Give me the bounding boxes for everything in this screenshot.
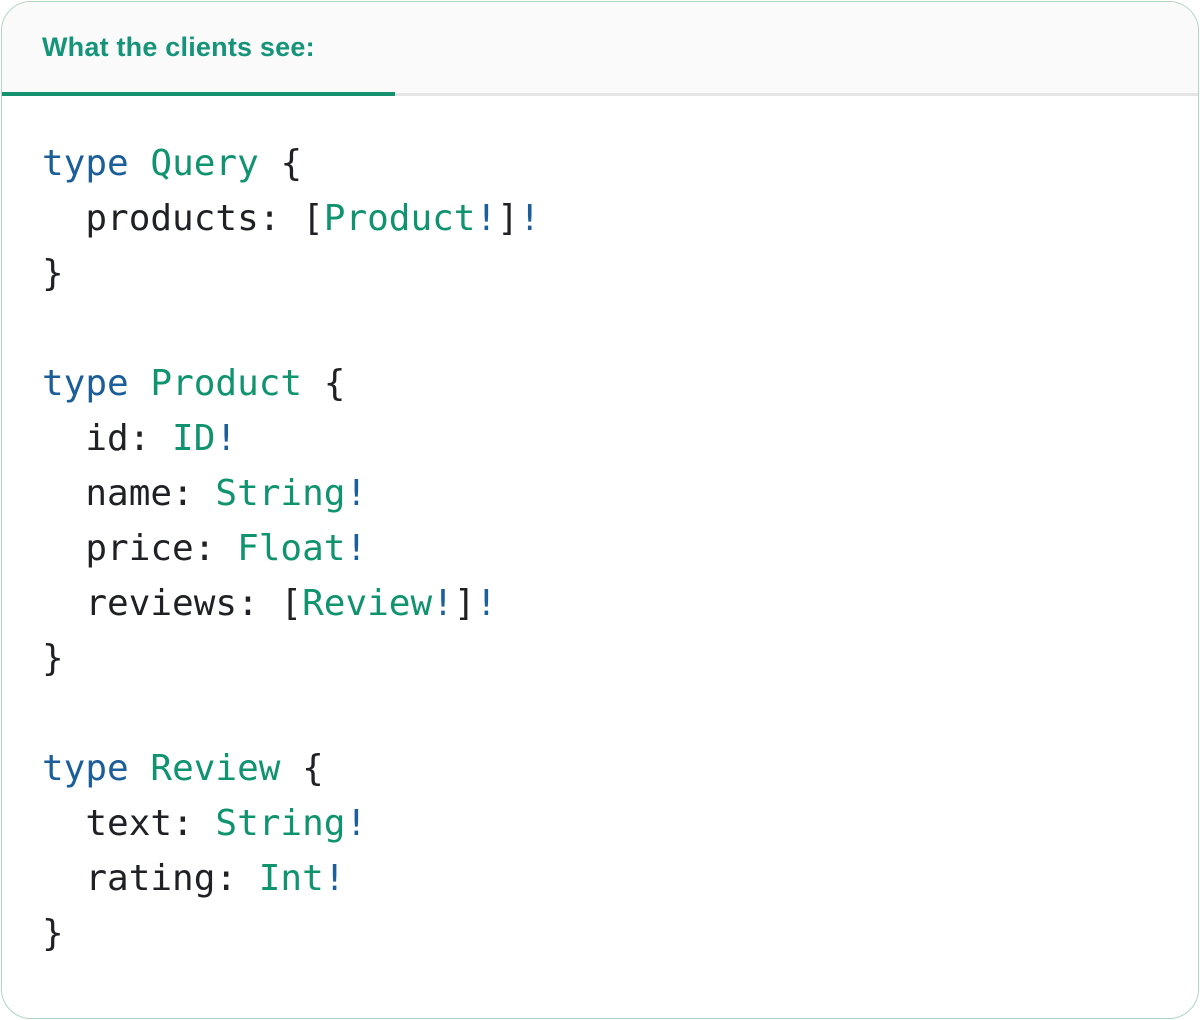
code-token-plain: } bbox=[42, 638, 64, 679]
code-token-bang: ! bbox=[475, 198, 498, 239]
code-line bbox=[42, 686, 1158, 741]
code-token-type: String bbox=[215, 803, 346, 844]
code-line: name: String! bbox=[42, 466, 1158, 521]
code-token-type: Query bbox=[150, 143, 259, 184]
code-token-plain: { bbox=[302, 363, 346, 404]
code-token-bang: ! bbox=[518, 198, 541, 239]
code-line bbox=[42, 301, 1158, 356]
tab-bar: What the clients see: bbox=[2, 2, 1198, 96]
code-token-bang: ! bbox=[345, 528, 368, 569]
code-token-kw: type bbox=[42, 748, 129, 789]
code-token-plain: } bbox=[42, 253, 64, 294]
code-token-type: ID bbox=[172, 418, 216, 459]
code-line: type Query { bbox=[42, 136, 1158, 191]
code-token-plain bbox=[129, 748, 151, 789]
code-token-type: Review bbox=[302, 583, 433, 624]
code-token-plain bbox=[129, 143, 151, 184]
code-line: reviews: [Review!]! bbox=[42, 576, 1158, 631]
code-line: rating: Int! bbox=[42, 851, 1158, 906]
code-token-plain: products: [ bbox=[42, 198, 324, 239]
code-token-plain: reviews: [ bbox=[42, 583, 303, 624]
code-token-bang: ! bbox=[215, 418, 238, 459]
code-token-type: Float bbox=[237, 528, 346, 569]
code-token-bang: ! bbox=[475, 583, 498, 624]
code-token-bang: ! bbox=[345, 473, 368, 514]
code-token-bang: ! bbox=[345, 803, 368, 844]
code-line: products: [Product!]! bbox=[42, 191, 1158, 246]
code-token-plain: name: bbox=[42, 473, 216, 514]
code-token-plain: ] bbox=[497, 198, 519, 239]
code-token-kw: type bbox=[42, 363, 129, 404]
code-line: text: String! bbox=[42, 796, 1158, 851]
code-token-type: Review bbox=[150, 748, 281, 789]
code-line: type Product { bbox=[42, 356, 1158, 411]
code-line: } bbox=[42, 631, 1158, 686]
code-token-plain: price: bbox=[42, 528, 238, 569]
tab-what-clients-see[interactable]: What the clients see: bbox=[2, 2, 355, 93]
code-line: id: ID! bbox=[42, 411, 1158, 466]
code-token-type: Product bbox=[150, 363, 303, 404]
code-token-plain: ] bbox=[453, 583, 476, 624]
code-block: type Query { products: [Product!]!} type… bbox=[2, 96, 1198, 1001]
code-token-kw: type bbox=[42, 143, 129, 184]
code-line: } bbox=[42, 246, 1158, 301]
code-token-type: String bbox=[215, 473, 346, 514]
code-token-plain: { bbox=[280, 748, 324, 789]
code-line: price: Float! bbox=[42, 521, 1158, 576]
code-token-bang: ! bbox=[432, 583, 454, 624]
active-tab-indicator bbox=[2, 92, 395, 96]
code-token-type: Int bbox=[258, 858, 324, 899]
tab-label: What the clients see: bbox=[42, 32, 315, 62]
code-token-bang: ! bbox=[323, 858, 346, 899]
code-token-type: Product bbox=[323, 198, 476, 239]
code-line: type Review { bbox=[42, 741, 1158, 796]
code-token-plain: id: bbox=[42, 418, 173, 459]
code-token-plain bbox=[129, 363, 151, 404]
code-token-plain: { bbox=[258, 143, 303, 184]
code-token-plain: } bbox=[42, 913, 64, 954]
code-token-plain: text: bbox=[42, 803, 216, 844]
code-token-plain: rating: bbox=[42, 858, 259, 899]
code-line: } bbox=[42, 906, 1158, 961]
